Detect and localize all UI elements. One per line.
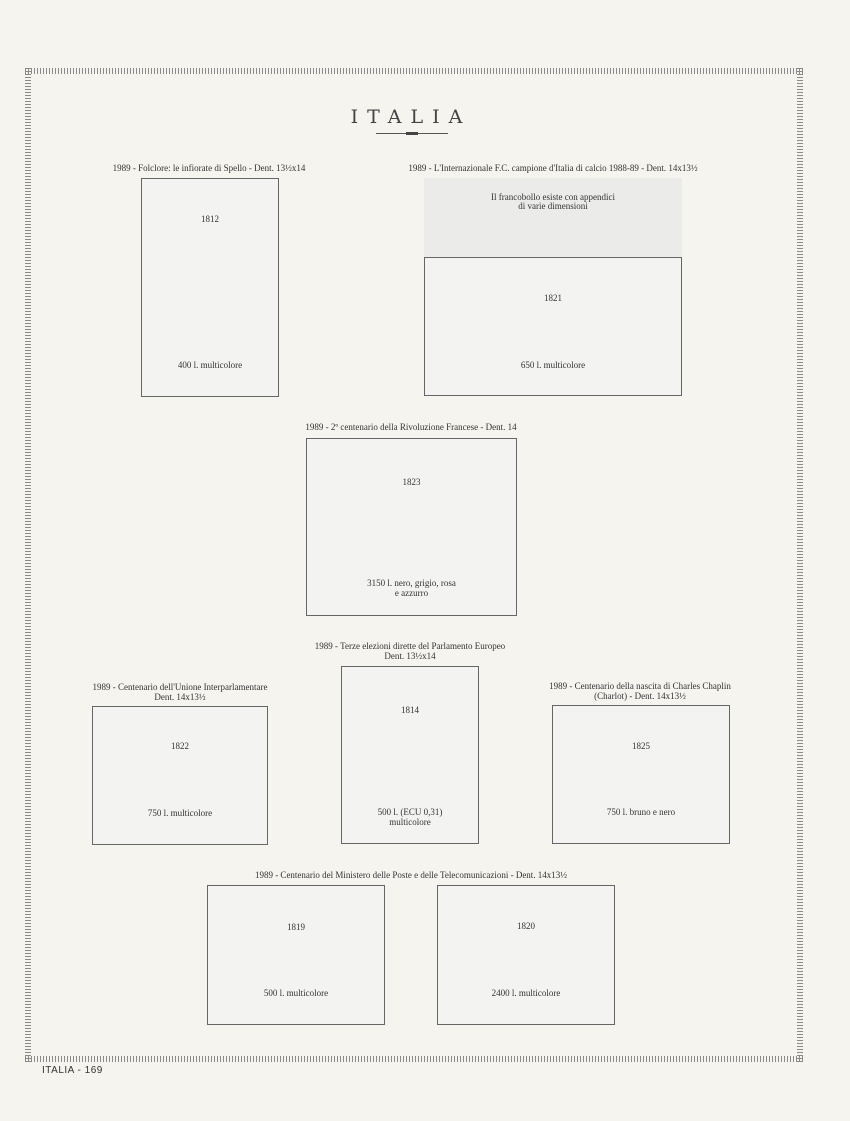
- stamp-mount-1823: 1823 3150 l. nero, grigio, rosa e azzurr…: [306, 438, 517, 616]
- set-header: 1989 - 2º centenario della Rivoluzione F…: [305, 422, 517, 432]
- appendix-note: di varie dimensioni: [518, 201, 588, 211]
- stamp-value: e azzurro: [394, 588, 429, 598]
- stamp-mount-1814: 1814 500 l. (ECU 0,31) multicolore: [341, 666, 479, 844]
- stamp-value: 750 l. multicolore: [147, 808, 213, 818]
- stamp-appendix-area: Il francobollo esiste con appendici di v…: [424, 178, 682, 258]
- stamp-value: 650 l. multicolore: [520, 360, 586, 370]
- set-header: 1989 - Terze elezioni dirette del Parlam…: [314, 641, 506, 651]
- set-header: 1989 - L'Internazionale F.C. campione d'…: [408, 163, 698, 173]
- stamp-mount-1819: 1819 500 l. multicolore: [207, 885, 385, 1025]
- stamp-number: 1812: [201, 214, 219, 224]
- stamp-value: 400 l. multicolore: [177, 360, 243, 370]
- title-ornament: [376, 132, 448, 135]
- page-title: ITALIA: [350, 106, 472, 128]
- set-header: 1989 - Folclore: le infiorate di Spello …: [112, 163, 306, 173]
- stamp-value: 500 l. multicolore: [263, 988, 329, 998]
- stamp-number: 1822: [171, 741, 189, 751]
- set-header: 1989 - Centenario dell'Unione Interparla…: [92, 682, 268, 692]
- stamp-value: 2400 l. multicolore: [491, 988, 561, 998]
- set-header: 1989 - Centenario della nascita di Charl…: [549, 681, 731, 691]
- page-border-top: [25, 68, 803, 74]
- stamp-value: 500 l. (ECU 0,31): [377, 807, 443, 817]
- stamp-value: 750 l. bruno e nero: [606, 807, 676, 817]
- stamp-number: 1823: [402, 477, 421, 487]
- set-header: Dent. 14x13½: [154, 692, 206, 702]
- stamp-mount-1820: 1820 2400 l. multicolore: [437, 885, 615, 1025]
- stamp-value: 3150 l. nero, grigio, rosa: [367, 578, 456, 588]
- stamp-number: 1821: [544, 293, 562, 303]
- stamp-number: 1814: [401, 705, 419, 715]
- stamp-number: 1820: [517, 921, 535, 931]
- stamp-mount-1812: 1812 400 l. multicolore: [141, 178, 279, 397]
- page-footer: ITALIA - 169: [42, 1065, 103, 1076]
- stamp-mount-1822: 1822 750 l. multicolore: [92, 706, 268, 845]
- stamp-number: 1825: [632, 741, 650, 751]
- stamp-mount-1825: 1825 750 l. bruno e nero: [552, 705, 730, 844]
- page-border-left: [25, 68, 31, 1062]
- set-header: (Charlot) - Dent. 14x13½: [594, 691, 686, 701]
- set-header: 1989 - Centenario del Ministero delle Po…: [254, 870, 568, 880]
- stamp-mount-1821: 1821 650 l. multicolore: [424, 257, 682, 396]
- stamp-number: 1819: [287, 922, 305, 932]
- stamp-value: multicolore: [389, 817, 431, 827]
- page-border-bottom: [25, 1056, 803, 1062]
- appendix-note: Il francobollo esiste con appendici: [491, 192, 615, 202]
- set-header: Dent. 13½x14: [384, 651, 436, 661]
- page-border-right: [797, 68, 803, 1062]
